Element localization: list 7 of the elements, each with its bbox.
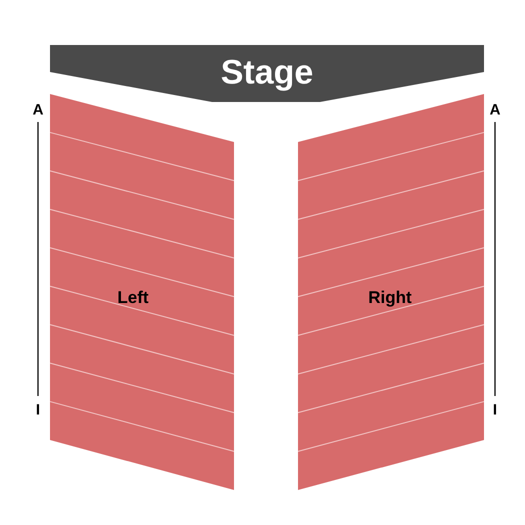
section-label: Stage (220, 54, 314, 92)
section-label: Right (368, 288, 412, 308)
row-letter: I (36, 402, 40, 418)
row-letter: A (490, 102, 500, 118)
section-label: Left (117, 288, 149, 308)
row-letter: I (492, 402, 498, 418)
row-letter: A (32, 102, 44, 118)
